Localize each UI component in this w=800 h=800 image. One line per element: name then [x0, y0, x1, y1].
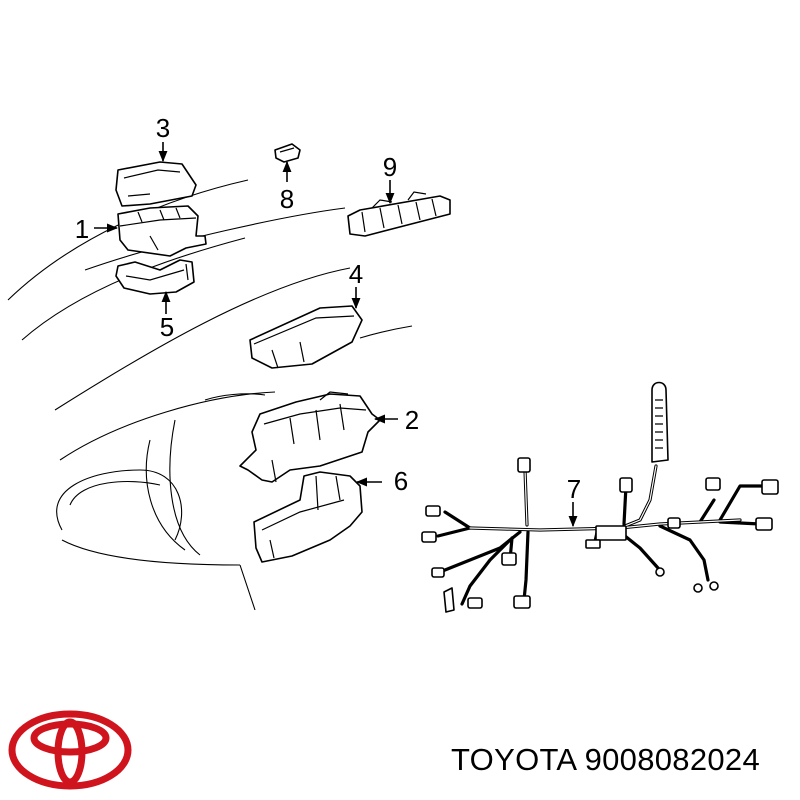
part-caption: TOYOTA 9008082024: [451, 742, 760, 777]
logo-horizontal-ring: [30, 720, 110, 756]
part-1-relay-block: [117, 205, 207, 257]
logo-vertical-ring: [54, 718, 86, 786]
part-7-wire-harness: [421, 381, 779, 613]
part-9-relay-row: [347, 191, 451, 237]
callout-2: 2: [405, 405, 419, 435]
callout-1: 1: [75, 214, 89, 244]
callout-4: 4: [349, 259, 363, 289]
part-8-clip: [274, 143, 301, 163]
part-4-lid: [249, 305, 363, 369]
part-6-lower-bracket: [253, 471, 363, 563]
callout-3: 3: [156, 113, 170, 143]
callout-leaders: [94, 142, 578, 528]
toyota-logo-icon: [8, 710, 132, 790]
callout-6: 6: [394, 466, 408, 496]
callout-7: 7: [567, 474, 581, 504]
callout-9: 9: [383, 152, 397, 182]
logo-outer-ring: [8, 710, 132, 790]
vehicle-body-outline: [7, 179, 413, 611]
part-3-cover: [115, 161, 197, 207]
callout-5: 5: [160, 312, 174, 342]
part-5-bracket: [115, 259, 195, 295]
callout-8: 8: [280, 184, 294, 214]
part-2-junction-block: [239, 391, 381, 483]
